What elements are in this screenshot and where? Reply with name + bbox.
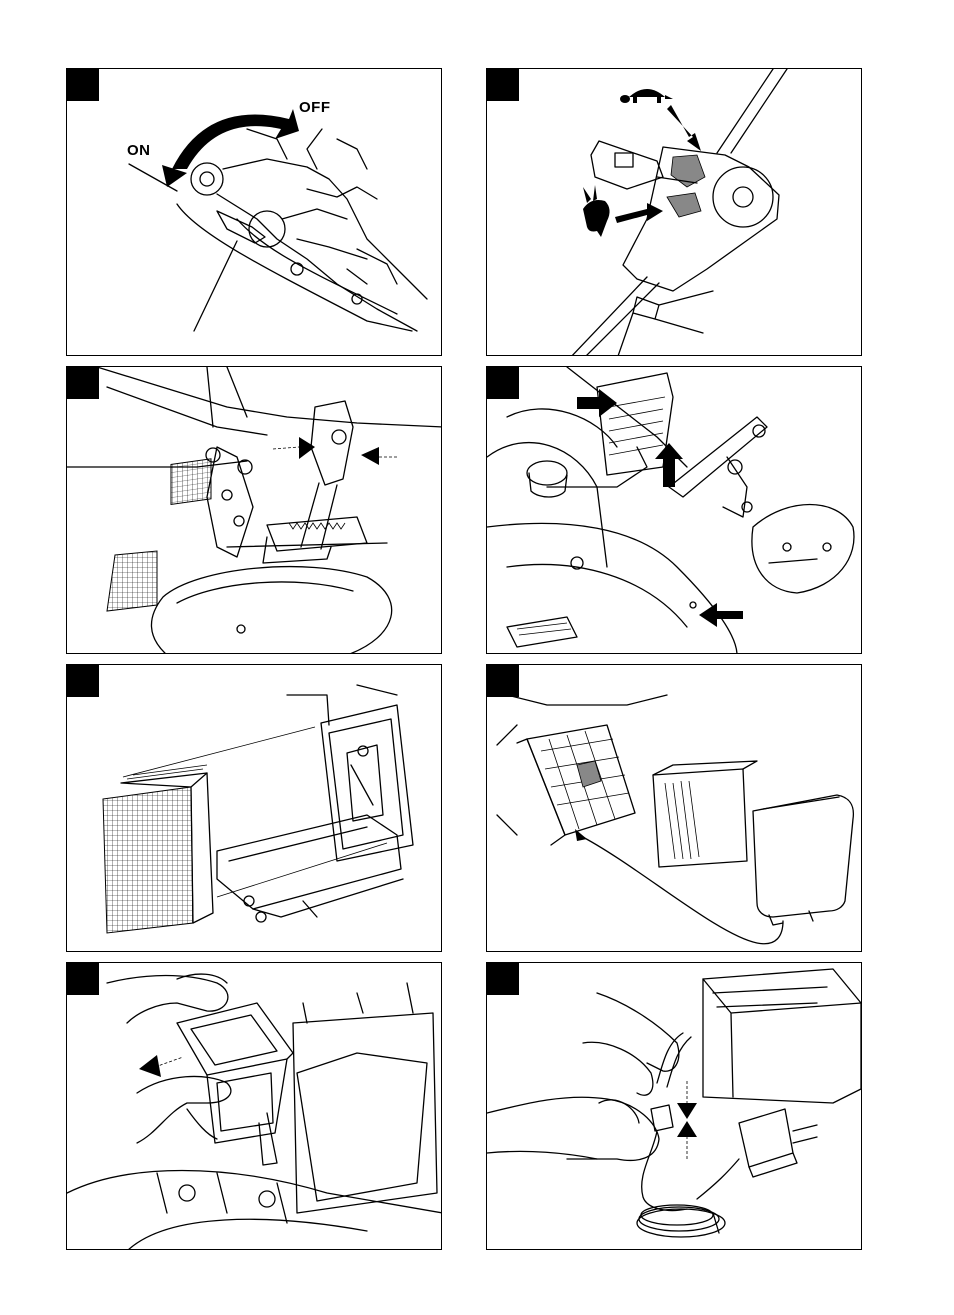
turtle-icon xyxy=(620,89,673,103)
filter-cover-drawing xyxy=(487,665,862,952)
height-lever-drawing xyxy=(67,367,442,654)
illustration-panel-7 xyxy=(66,962,442,1250)
illustration-panel-1: ON OFF xyxy=(66,68,442,356)
air-filter-drawing xyxy=(67,665,442,952)
throttle-handle-drawing xyxy=(487,69,862,356)
filter-removal-drawing xyxy=(67,963,442,1250)
illustration-panel-5 xyxy=(66,664,442,952)
illustration-panel-3 xyxy=(66,366,442,654)
illustration-panel-6 xyxy=(486,664,862,952)
engine-switch-drawing xyxy=(67,69,442,356)
illustration-panel-4 xyxy=(486,366,862,654)
charger-connection-drawing xyxy=(487,963,862,1250)
rabbit-icon xyxy=(583,185,610,237)
illustration-panel-8 xyxy=(486,962,862,1250)
illustration-panel-2 xyxy=(486,68,862,356)
mower-body-drawing xyxy=(487,367,862,654)
